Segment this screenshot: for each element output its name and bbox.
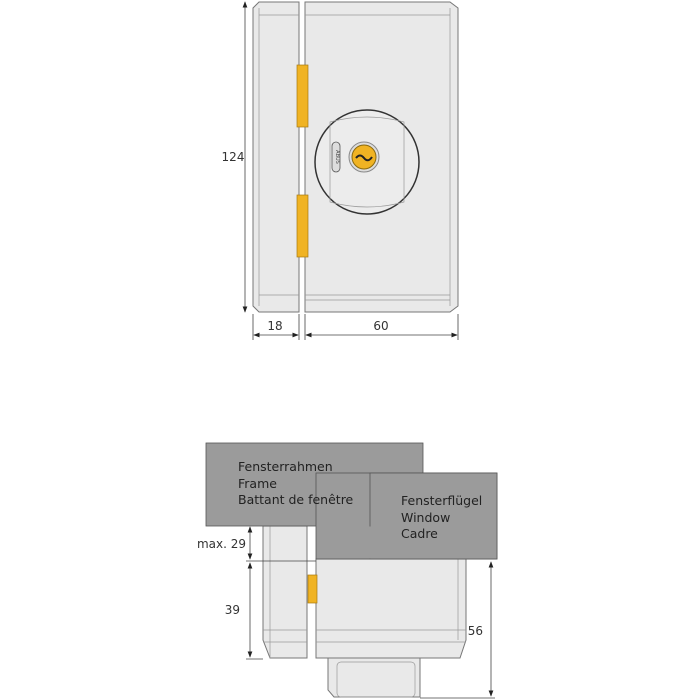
- dim-height: 124: [222, 150, 245, 164]
- dim-gap: max. 29: [197, 537, 246, 551]
- frame-label-fr: Battant de fenêtre: [238, 492, 354, 507]
- window-label-de: Fensterflügel: [401, 493, 482, 508]
- dim-frame-depth: 39: [225, 603, 240, 617]
- lock-knob: [327, 657, 421, 698]
- frame-part: [252, 1, 300, 313]
- window-label-en: Window: [401, 510, 450, 525]
- abus-badge: [331, 141, 341, 173]
- latch-lower: [296, 194, 309, 258]
- frame-label-de: Fensterrahmen: [238, 459, 333, 474]
- lock-body-side: [315, 558, 467, 659]
- frame-part-side: [262, 525, 308, 659]
- latch-side: [307, 574, 318, 604]
- brand-text: ABUS: [334, 150, 340, 164]
- dim-frame-width: 18: [267, 319, 282, 333]
- latch-upper: [296, 64, 309, 128]
- front-view: ABUS 124 18 60: [222, 1, 459, 340]
- side-view: Fensterrahmen Frame Battant de fenêtre F…: [197, 442, 498, 699]
- frame-label-en: Frame: [238, 476, 277, 491]
- dim-body-depth: 56: [468, 624, 483, 638]
- dim-body-width: 60: [373, 319, 388, 333]
- window-label-fr: Cadre: [401, 526, 438, 541]
